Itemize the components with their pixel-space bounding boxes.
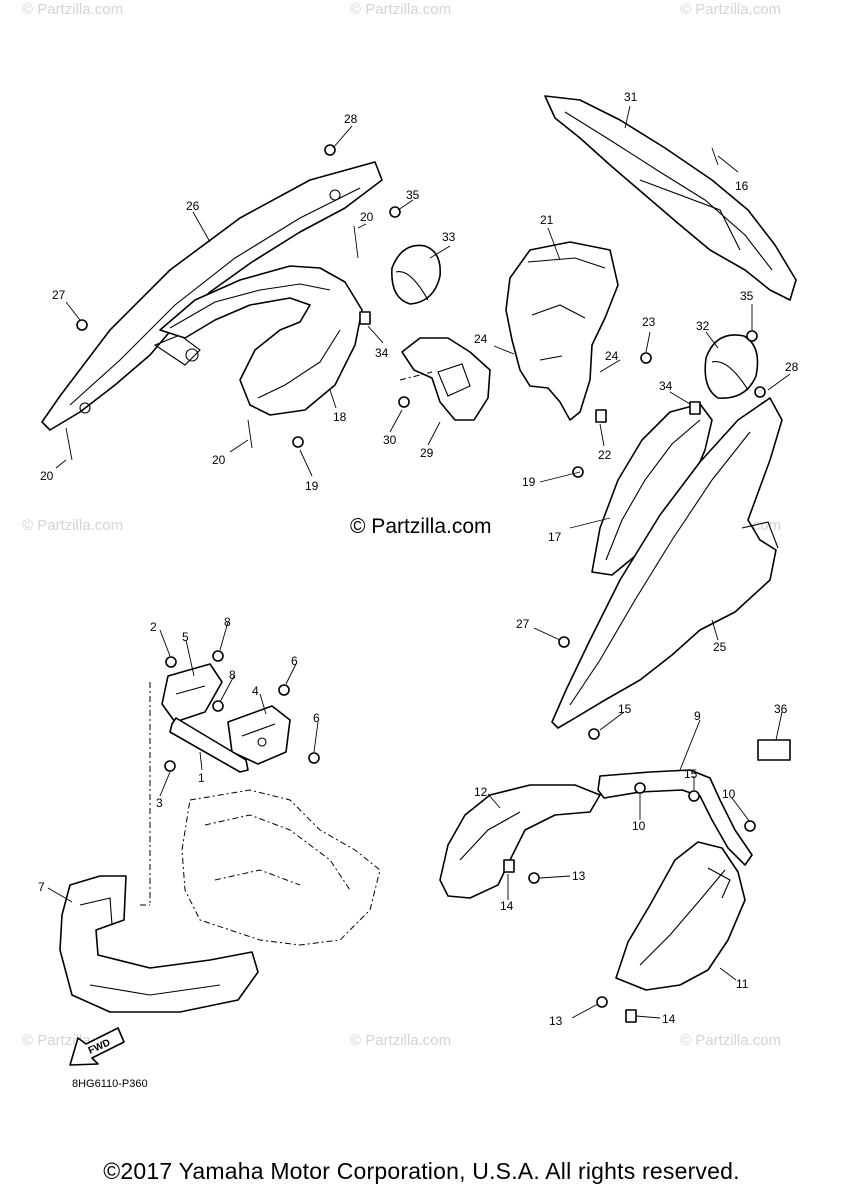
- watermark-top-right: © Partzilla.com: [680, 1, 781, 18]
- part-stay-1: [169, 717, 249, 773]
- callout-6: 6: [313, 711, 320, 725]
- callout-24: 24: [474, 332, 488, 346]
- callout-30: 30: [383, 433, 397, 447]
- callout-34: 34: [375, 346, 389, 360]
- callout-20: 20: [360, 210, 374, 224]
- callout-18: 18: [333, 410, 347, 424]
- callout-16: 16: [735, 179, 749, 193]
- part-guard-right: [615, 841, 746, 991]
- callout-34: 34: [659, 379, 673, 393]
- part-guard-pipe: [597, 769, 753, 866]
- callout-numbers: 31 16 28 26 35 33 21 20 27 34 23 24 24 3…: [38, 90, 799, 1028]
- callout-15: 15: [684, 767, 698, 781]
- part-center-panel: [505, 241, 619, 421]
- callout-15: 15: [618, 702, 632, 716]
- callout-21: 21: [540, 213, 554, 227]
- part-guard-left: [439, 784, 601, 899]
- callout-20: 20: [40, 469, 54, 483]
- part-right-side-cover: [551, 397, 783, 729]
- callout-29: 29: [420, 446, 434, 460]
- watermark-bottom-center: © Partzilla.com: [350, 1032, 451, 1049]
- callout-32: 32: [696, 319, 710, 333]
- callout-2: 2: [150, 620, 157, 634]
- callout-19: 19: [522, 475, 536, 489]
- callout-13: 13: [572, 869, 586, 883]
- callout-28: 28: [785, 360, 799, 374]
- callout-3: 3: [156, 796, 163, 810]
- part-headlight-shell-right: [704, 334, 759, 399]
- callout-27: 27: [516, 617, 530, 631]
- callout-6: 6: [291, 654, 298, 668]
- watermark-top-center: © Partzilla.com: [350, 1, 451, 18]
- callout-8: 8: [229, 668, 236, 682]
- callout-4: 4: [252, 684, 259, 698]
- callout-22: 22: [598, 448, 612, 462]
- callout-25: 25: [713, 640, 727, 654]
- callout-23: 23: [642, 315, 656, 329]
- drawing-code: 8HG6110-P360: [72, 1078, 148, 1090]
- callout-1: 1: [198, 771, 205, 785]
- callout-33: 33: [442, 230, 456, 244]
- callout-5: 5: [182, 630, 189, 644]
- center-watermark: © Partzilla.com: [350, 515, 492, 538]
- callout-35: 35: [406, 188, 420, 202]
- watermark-mid-left: © Partzilla.com: [22, 517, 123, 534]
- watermark-bottom-right: © Partzilla.com: [680, 1032, 781, 1049]
- callout-12: 12: [474, 785, 488, 799]
- leader-lines: [47, 105, 791, 1019]
- part-bracket-5: [161, 663, 223, 723]
- callout-17: 17: [548, 530, 562, 544]
- callout-31: 31: [624, 90, 638, 104]
- callout-10: 10: [632, 819, 646, 833]
- watermark-top-left: © Partzilla.com: [22, 1, 123, 18]
- callout-36: 36: [774, 702, 788, 716]
- callout-14: 14: [500, 899, 514, 913]
- callout-13: 13: [549, 1014, 563, 1028]
- part-headlight-shell-left: [391, 244, 442, 305]
- callout-11: 11: [736, 977, 749, 991]
- part-left-side-cover: [41, 161, 383, 431]
- callout-27: 27: [52, 288, 66, 302]
- callout-20: 20: [212, 453, 226, 467]
- callout-14: 14: [662, 1012, 676, 1026]
- part-bracket-4: [227, 705, 291, 765]
- frame-outline: [140, 682, 381, 946]
- callout-9: 9: [694, 709, 701, 723]
- part-front-cowl-upper: [544, 95, 797, 301]
- part-label-36: [757, 739, 791, 761]
- callout-28: 28: [344, 112, 358, 126]
- fasteners: [65, 144, 766, 1023]
- part-inner-cover-left: [159, 265, 363, 416]
- callout-10: 10: [722, 787, 736, 801]
- fwd-arrow-icon: FWD: [69, 1027, 125, 1066]
- callout-7: 7: [38, 880, 45, 894]
- callout-8: 8: [224, 615, 231, 629]
- callout-24: 24: [605, 349, 619, 363]
- copyright-notice: ©2017 Yamaha Motor Corporation, U.S.A. A…: [103, 1158, 740, 1184]
- callout-35: 35: [740, 289, 754, 303]
- callout-26: 26: [186, 199, 200, 213]
- callout-19: 19: [305, 479, 319, 493]
- part-front-lower-cowl: [59, 875, 259, 1013]
- part-bracket-29: [399, 337, 491, 421]
